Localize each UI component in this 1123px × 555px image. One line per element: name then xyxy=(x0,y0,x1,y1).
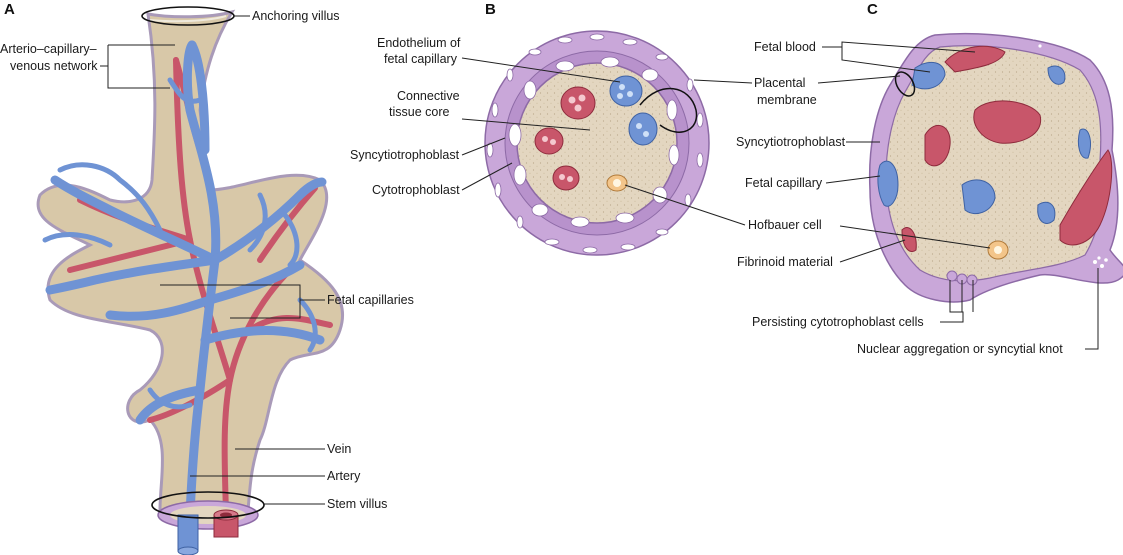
label-cytotrophoblast: Cytotrophoblast xyxy=(372,183,460,197)
syncytial-nuclei xyxy=(486,33,704,254)
label-network-line1: Arterio–capillary– xyxy=(0,42,97,56)
label-artery: Artery xyxy=(327,469,361,483)
label-fetal-blood: Fetal blood xyxy=(754,40,816,54)
panel-b-letter: B xyxy=(485,1,496,18)
term-villus-section xyxy=(868,28,1123,303)
label-connective-line1: Connective xyxy=(397,89,460,103)
capillaries-b xyxy=(534,75,658,192)
label-fetal-capillary: Fetal capillary xyxy=(745,176,823,190)
panel-c-letter: C xyxy=(867,1,878,18)
label-anchoring-villus: Anchoring villus xyxy=(252,9,340,23)
syncytial-knot xyxy=(1018,28,1108,268)
label-persisting: Persisting cytotrophoblast cells xyxy=(752,315,924,329)
capillaries-c xyxy=(877,45,1113,286)
label-vein: Vein xyxy=(327,442,351,456)
leaders-c xyxy=(817,41,1099,350)
panel-a-letter: A xyxy=(4,1,15,18)
mature-villus-section xyxy=(484,30,710,256)
vein-branches xyxy=(45,40,327,520)
label-endothelium-line1: Endothelium of xyxy=(377,36,461,50)
villous-tree xyxy=(36,6,345,555)
label-stem-villus: Stem villus xyxy=(327,497,387,511)
label-endothelium-line2: fetal capillary xyxy=(384,52,458,66)
leaders-a xyxy=(100,15,325,505)
label-syncytiotrophoblast-b: Syncytiotrophoblast xyxy=(350,148,460,162)
vein-stump xyxy=(177,514,199,552)
label-syncytiotrophoblast-c: Syncytiotrophoblast xyxy=(736,135,846,149)
label-connective-line2: tissue core xyxy=(389,105,449,119)
label-nuclear: Nuclear aggregation or syncytial knot xyxy=(857,342,1063,356)
label-fibrinoid: Fibrinoid material xyxy=(737,255,833,269)
label-placental-line2: membrane xyxy=(757,93,817,107)
label-placental-line1: Placental xyxy=(754,76,805,90)
capillary-loops xyxy=(42,77,318,410)
leaders-b xyxy=(461,57,753,226)
label-hofbauer: Hofbauer cell xyxy=(748,218,822,232)
stem-ring xyxy=(151,491,265,519)
label-fetal-capillaries: Fetal capillaries xyxy=(327,293,414,307)
label-network-line2: venous network xyxy=(10,59,98,73)
